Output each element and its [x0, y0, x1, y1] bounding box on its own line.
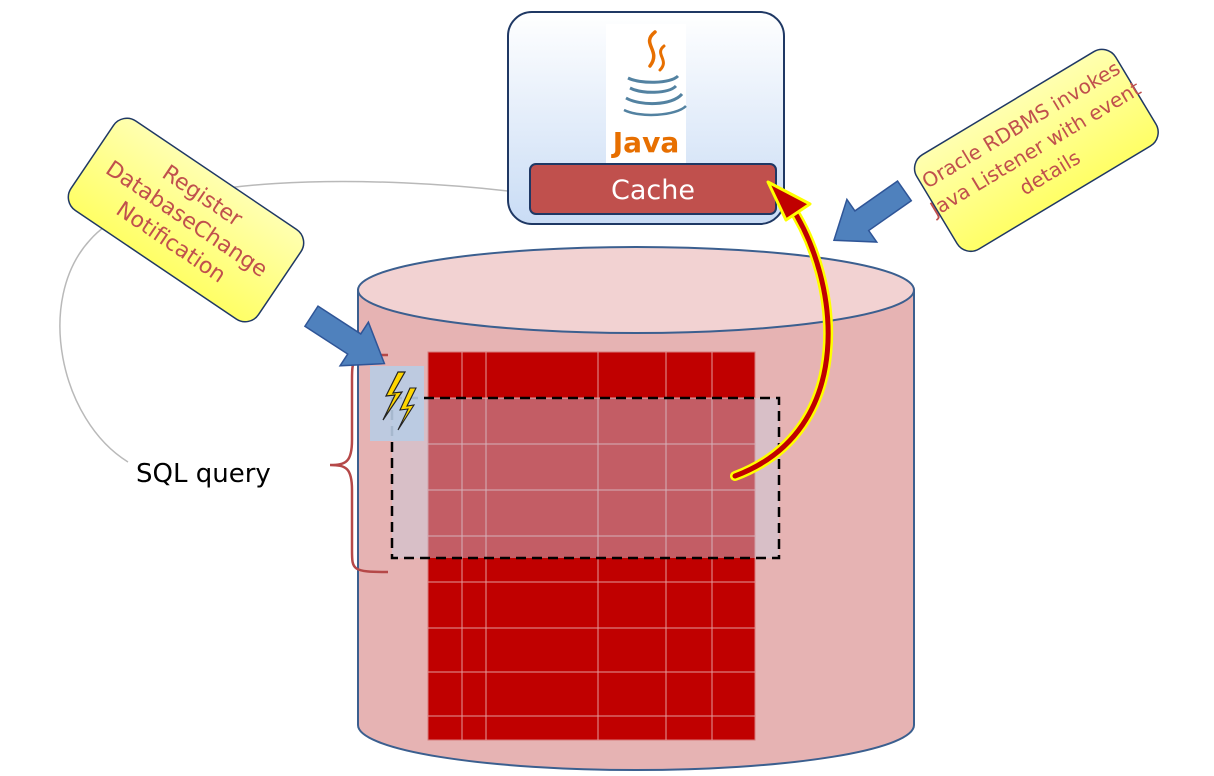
- java-logo-tile: [606, 24, 686, 166]
- oracle-callout: Oracle RDBMS invokes Java Listener with …: [913, 48, 1159, 253]
- sql-query-label: SQL query: [136, 459, 271, 489]
- oracle-callout-box: [913, 48, 1159, 253]
- java-application-box: Java Cache: [507, 11, 785, 225]
- register-callout: Register DatabaseChange Notification: [67, 117, 305, 323]
- java-cup-logo: [623, 30, 687, 117]
- sql-query-brace: [329, 353, 389, 574]
- java-wordmark: Java: [611, 126, 679, 159]
- query-result-highlight: [392, 398, 779, 558]
- cache-label: Cache: [611, 175, 695, 206]
- cylinder-top: [357, 246, 915, 334]
- register-pointer-arrow: [303, 305, 386, 367]
- query-result-dashed-box: [390, 396, 781, 560]
- oracle-pointer-arrow: [832, 180, 913, 243]
- notification-trigger: [370, 366, 424, 441]
- lightning-bolt-icon-2: [397, 387, 417, 431]
- event-notification-arrow-core: [732, 202, 831, 479]
- event-arrowhead: [766, 180, 812, 222]
- lightning-bolt-icon: [382, 371, 407, 421]
- database-table-grid: [427, 351, 756, 741]
- register-callout-box: [67, 117, 305, 323]
